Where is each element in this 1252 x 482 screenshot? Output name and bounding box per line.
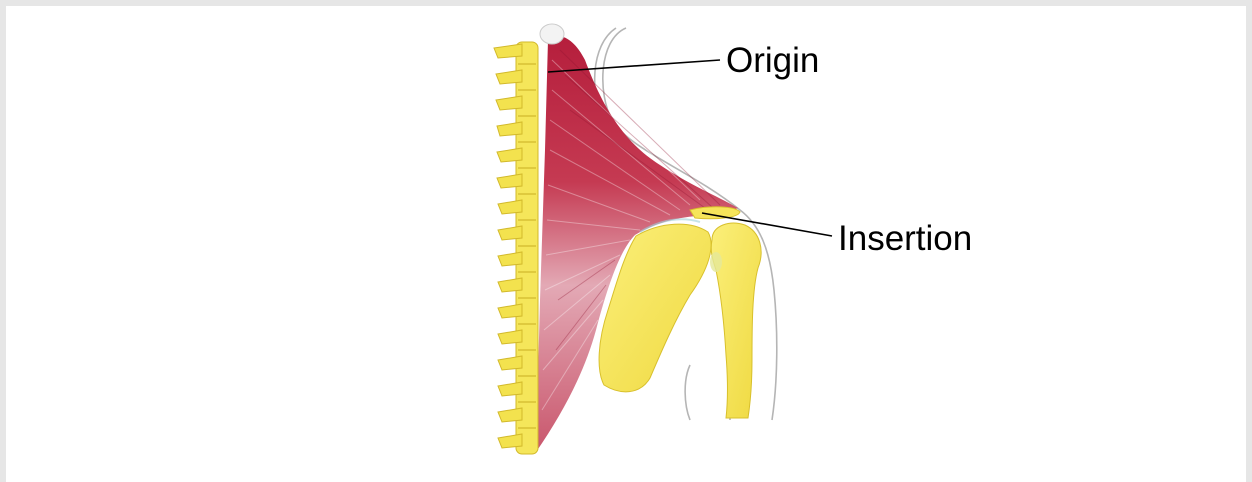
skull-base [540,24,564,44]
insertion-label: Insertion [838,221,972,256]
humerus-bone [710,223,761,418]
origin-label: Origin [726,43,819,78]
vertebral-column [494,42,538,454]
